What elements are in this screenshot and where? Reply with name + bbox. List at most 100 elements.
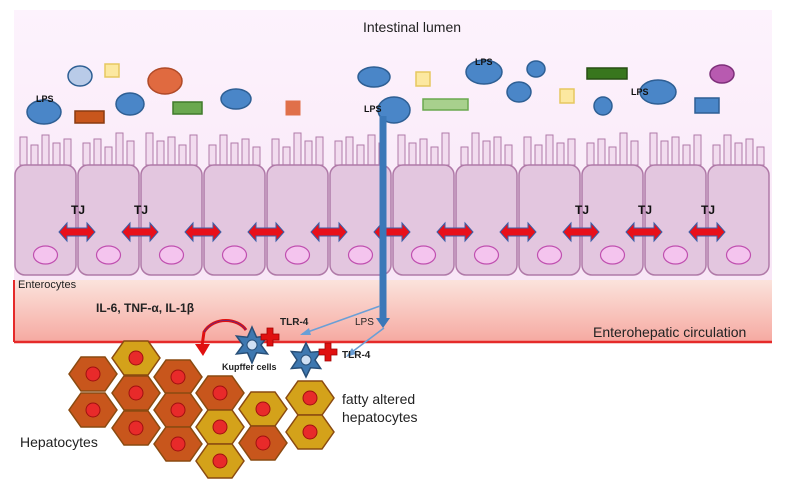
microvillus <box>93 138 102 166</box>
microvillus <box>545 134 554 166</box>
enterocyte-nucleus <box>347 245 374 265</box>
microvillus <box>723 134 732 166</box>
microvillus <box>567 138 576 166</box>
microvillus <box>189 134 198 166</box>
microvillus <box>671 136 680 166</box>
enterocyte-layer <box>14 164 770 276</box>
lps-arrowhead-kupffer-2 <box>346 348 356 357</box>
molecule-light-blue <box>67 65 93 87</box>
kupffer-cells-label: Kupffer cells <box>222 362 277 372</box>
cytokine-arrowhead <box>195 344 210 356</box>
hepatocyte-nucleus <box>302 424 318 440</box>
lps-molecule <box>506 81 532 103</box>
tlr4-label-2: TLR-4 <box>342 350 371 361</box>
hepatocyte-nucleus <box>128 420 144 436</box>
microvillus <box>208 144 217 166</box>
microvillus <box>556 142 565 166</box>
microvillus <box>126 140 135 166</box>
enterocyte-cell <box>644 164 707 276</box>
kupffer-nucleus <box>246 339 258 351</box>
microvillus <box>241 138 250 166</box>
microvillus <box>649 132 658 166</box>
microvillus <box>52 142 61 166</box>
enterocyte-cell <box>455 164 518 276</box>
microvillus <box>345 136 354 166</box>
microvillus <box>682 144 691 166</box>
hepatocyte-cluster <box>68 340 335 479</box>
hepatocyte-nucleus <box>212 419 228 435</box>
lps-label: LPS <box>364 104 382 114</box>
enterocyte-nucleus <box>32 245 59 265</box>
tlr4-receptor <box>260 327 280 347</box>
enterocyte-cell <box>329 164 392 276</box>
microvillus <box>745 138 754 166</box>
hepatocyte-nucleus <box>255 435 271 451</box>
lps-label: LPS <box>475 57 493 67</box>
molecule-yellow <box>415 71 431 87</box>
microvillus <box>271 138 280 166</box>
tight-junction-arrow <box>625 221 663 243</box>
tj-label: TJ <box>701 203 715 217</box>
lps-label: LPS <box>631 87 649 97</box>
microvillus <box>115 132 124 166</box>
hepatocyte-nucleus <box>85 402 101 418</box>
hepatocyte-nucleus <box>255 401 271 417</box>
tight-junction-arrow <box>247 221 285 243</box>
microvillus <box>693 134 702 166</box>
molecule-light-green-bar <box>422 98 469 111</box>
enterocyte-nucleus <box>284 245 311 265</box>
kupffer-nucleus <box>300 354 312 366</box>
lps-molecule <box>639 79 677 105</box>
microvillus <box>419 138 428 166</box>
microvillus <box>619 132 628 166</box>
hepatocyte-nucleus <box>170 402 186 418</box>
microvillus <box>630 140 639 166</box>
tight-junction-arrow <box>436 221 474 243</box>
microvillus <box>219 134 228 166</box>
molecule-orange-square <box>285 100 301 116</box>
microvillus <box>408 142 417 166</box>
microvillus <box>63 138 72 166</box>
hepatocyte-nucleus <box>170 436 186 452</box>
microvillus <box>482 140 491 166</box>
tight-junction-arrow <box>688 221 726 243</box>
intestinal-lumen-label: Intestinal lumen <box>363 19 461 35</box>
enterocyte-nucleus <box>473 245 500 265</box>
molecule-yellow <box>559 88 575 104</box>
microvillus <box>41 134 50 166</box>
enterocytes-label: Enterocytes <box>18 279 77 291</box>
microvillus <box>397 134 406 166</box>
molecule-green-bar <box>172 101 203 115</box>
microvillus <box>145 132 154 166</box>
microvillus <box>712 144 721 166</box>
enterocyte-nucleus <box>221 245 248 265</box>
hepatocyte-nucleus <box>128 385 144 401</box>
microvillus <box>441 132 450 166</box>
tight-junction-arrow <box>562 221 600 243</box>
lps-arrowhead-kupffer-1 <box>300 328 311 335</box>
microvillus <box>356 144 365 166</box>
lps-translocation: LPS <box>300 116 390 357</box>
microvillus <box>586 142 595 166</box>
enterohepatic-circulation-label: Enterohepatic circulation <box>593 324 746 340</box>
enterocyte-cell <box>707 164 770 276</box>
lps-arrow-to-kupffer-1 <box>301 305 381 335</box>
tlr4-receptor <box>318 342 338 362</box>
tj-label: TJ <box>71 203 85 217</box>
enterocyte-nucleus <box>662 245 689 265</box>
microvillus <box>230 142 239 166</box>
tight-junction-arrow <box>58 221 96 243</box>
enterocyte-nucleus <box>95 245 122 265</box>
enterocyte-cell <box>581 164 644 276</box>
lps-molecule <box>26 99 62 125</box>
microvillus <box>104 146 113 166</box>
microvillus <box>430 146 439 166</box>
lps-arrow-to-kupffer-2 <box>347 327 385 356</box>
enterocyte-nucleus <box>599 245 626 265</box>
tight-junction-arrow <box>184 221 222 243</box>
enterocyte-nucleus <box>410 245 437 265</box>
microvillus <box>534 144 543 166</box>
enterocyte-nucleus <box>725 245 752 265</box>
lps-molecule <box>526 60 546 78</box>
